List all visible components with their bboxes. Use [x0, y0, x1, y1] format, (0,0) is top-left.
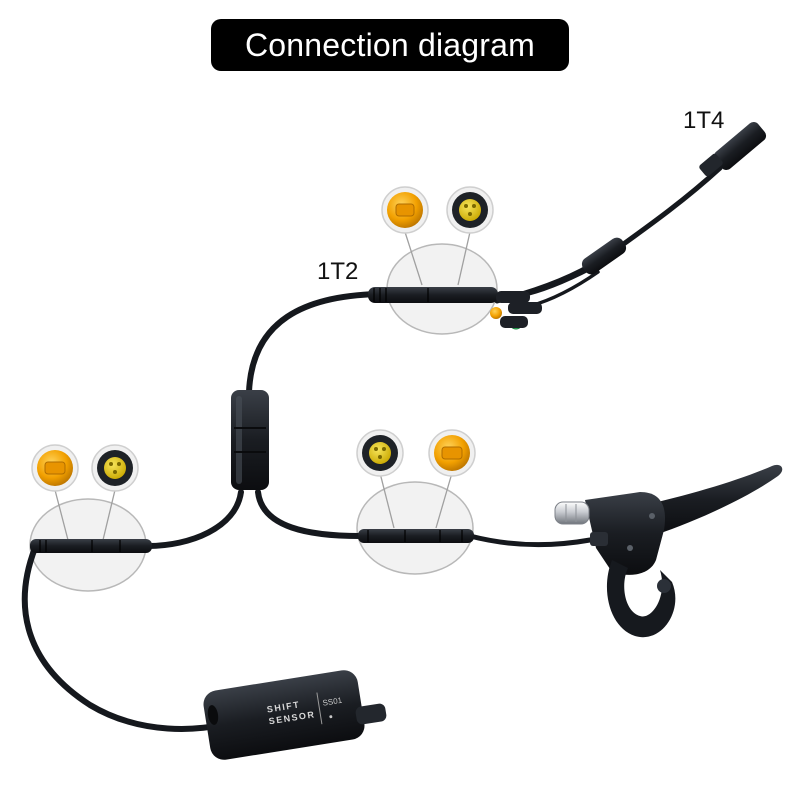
connector-face-middle-dark	[357, 430, 403, 476]
connector-face-middle-yellow	[429, 430, 475, 476]
yellow-pin	[490, 307, 502, 319]
connector-face-left-yellow	[32, 445, 78, 491]
connector-1t4	[579, 120, 768, 278]
magnifier-middle	[357, 482, 473, 574]
y-splitter	[231, 390, 269, 490]
cable-left-branch	[148, 492, 241, 546]
label-1t2: 1T2	[317, 258, 358, 286]
cable-right-branch	[258, 492, 360, 536]
label-1t4: 1T4	[683, 107, 724, 135]
cable-extension-2	[618, 168, 720, 248]
cable-upper-branch	[249, 294, 378, 392]
connector-face-top-dark	[447, 187, 493, 233]
shift-sensor: SHIFT SENSOR SS01	[201, 668, 387, 762]
connector-face-left-dark	[92, 445, 138, 491]
brake-lever	[555, 465, 782, 637]
connector-middle	[358, 529, 474, 543]
connector-left	[30, 539, 152, 553]
cable-brake	[470, 536, 590, 545]
connector-face-top-yellow	[382, 187, 428, 233]
